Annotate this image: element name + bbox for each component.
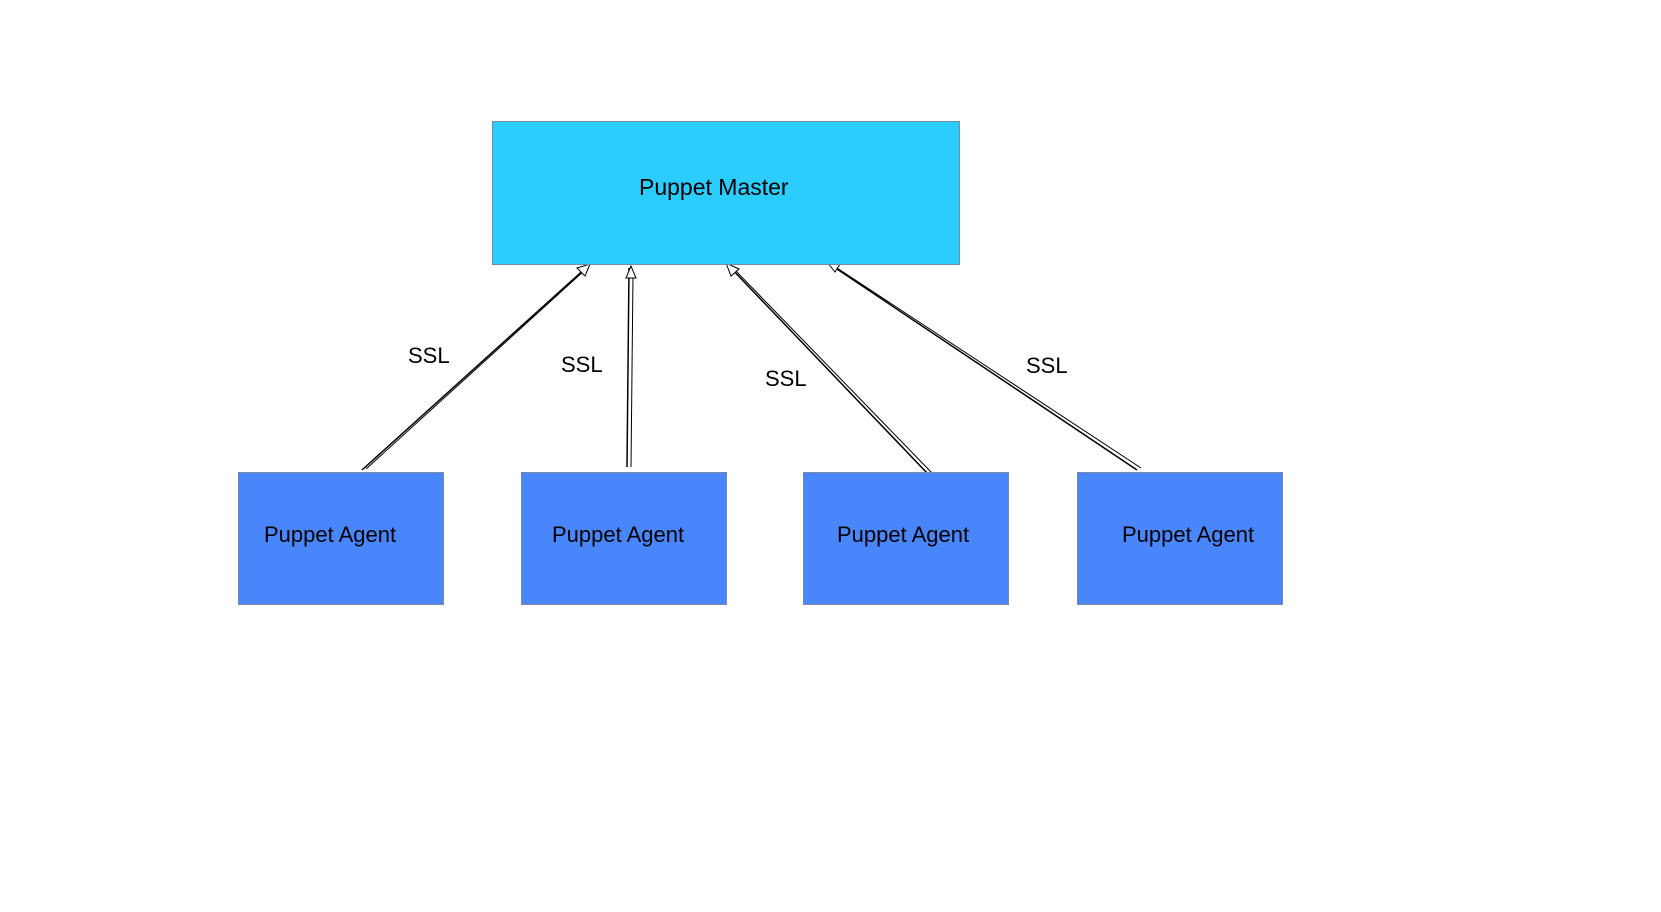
ssl-label-2: SSL — [561, 352, 603, 377]
arrowhead-1 — [576, 263, 591, 277]
puppet-agent-label-3: Puppet Agent — [837, 522, 970, 547]
puppet-agent-node-1[interactable]: Puppet Agent — [238, 472, 444, 605]
puppet-master-label: Puppet Master — [639, 174, 789, 200]
arrowhead-3 — [725, 262, 740, 277]
ssl-label-4: SSL — [1026, 353, 1068, 378]
ssl-label-3: SSL — [765, 366, 807, 391]
connector-agent-2 — [625, 264, 637, 468]
puppet-agent-label-2: Puppet Agent — [552, 522, 685, 547]
puppet-agent-node-3[interactable]: Puppet Agent — [803, 472, 1009, 605]
puppet-master-node[interactable]: Puppet Master — [492, 121, 960, 265]
puppet-agent-node-2[interactable]: Puppet Agent — [521, 472, 727, 605]
connector-agent-4 — [825, 261, 1142, 471]
puppet-agent-node-4[interactable]: Puppet Agent — [1077, 472, 1283, 605]
connector-agent-3 — [725, 262, 933, 475]
puppet-agent-label-4: Puppet Agent — [1122, 522, 1255, 547]
arrowhead-2 — [625, 264, 637, 279]
puppet-agent-label-1: Puppet Agent — [264, 522, 397, 547]
ssl-label-1: SSL — [408, 343, 450, 368]
connector-agent-1 — [361, 263, 591, 471]
